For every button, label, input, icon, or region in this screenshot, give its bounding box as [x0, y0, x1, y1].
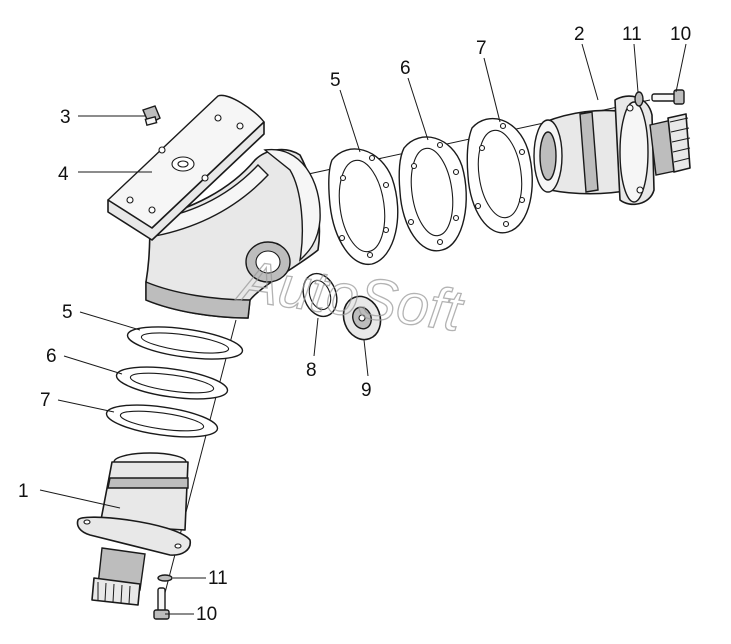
- gasket-7-top: [466, 118, 533, 234]
- callout-6-top: 6: [400, 58, 411, 79]
- breather-plug: [142, 105, 161, 127]
- cover-cap: [342, 295, 382, 341]
- seal-ring: [302, 272, 338, 318]
- callout-5-top: 5: [330, 70, 341, 91]
- gasket-5-left: [126, 326, 244, 360]
- callout-6-left: 6: [46, 346, 57, 367]
- washer-top: [634, 91, 644, 107]
- callout-1: 1: [18, 481, 29, 502]
- angle-housing: [145, 148, 321, 319]
- callout-5-left: 5: [62, 302, 73, 323]
- leader-lines: [39, 43, 687, 615]
- callout-7-top: 7: [476, 38, 487, 59]
- mounting-plate: [107, 94, 265, 241]
- callout-10-top: 10: [670, 24, 691, 45]
- gasket-6-top: [398, 136, 467, 252]
- upper-drive-cartridge: [533, 95, 691, 206]
- callout-4: 4: [58, 164, 69, 185]
- gasket-7-left: [105, 404, 219, 438]
- callout-11-bottom: 11: [208, 568, 228, 589]
- callout-8: 8: [306, 360, 317, 381]
- washer-bottom: [157, 574, 173, 582]
- callout-labels: 1 2 3 4 5 6 7 5 6 7 8 9 10 11 11 10: [18, 24, 691, 625]
- callout-10-bottom: 10: [196, 604, 217, 625]
- callout-7-left: 7: [40, 390, 51, 411]
- gasket-6-left: [115, 366, 229, 400]
- callout-2: 2: [574, 24, 585, 45]
- callout-11-top: 11: [622, 24, 642, 45]
- bolt-bottom: [153, 587, 170, 620]
- lower-drive-cartridge: [76, 452, 192, 606]
- callout-3: 3: [60, 107, 71, 128]
- bolt-top: [651, 89, 685, 105]
- gasket-5-top: [327, 148, 399, 265]
- callout-9: 9: [361, 380, 372, 401]
